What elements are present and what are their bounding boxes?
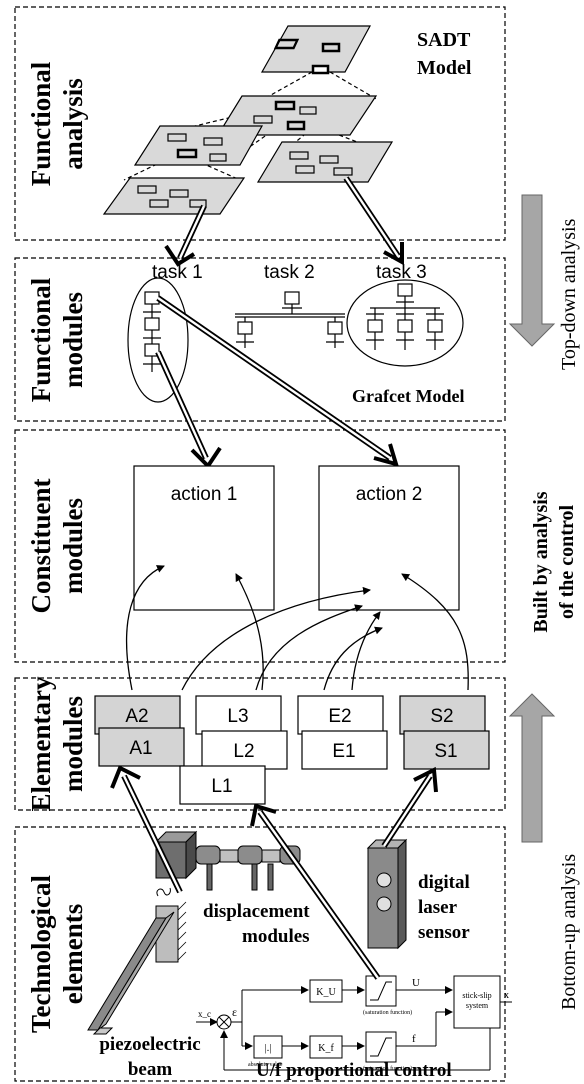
displacement-label-2: modules	[242, 926, 310, 947]
elementary-to-action-arrows	[126, 565, 469, 691]
task-3-grafcet	[346, 279, 464, 367]
grafcet-model-label: Grafcet Model	[352, 386, 464, 406]
section-functional-modules	[14, 257, 506, 422]
bd-u-label: U	[412, 977, 420, 989]
sadt-to-task-arrows	[164, 176, 404, 267]
section-functional-analysis	[14, 6, 506, 241]
module-a1-label: A1	[129, 738, 152, 759]
elementary-modules-label-2: modules	[58, 696, 88, 792]
task-to-action-arrows	[155, 295, 399, 470]
tech-to-elementary-arrows	[110, 765, 438, 980]
bottom-up-label: Bottom-up analysis	[558, 854, 580, 1010]
control-block-diagram	[196, 975, 512, 1071]
module-l3-label: L3	[227, 706, 248, 727]
bd-sat1-label: (saturation function)	[363, 1009, 412, 1016]
module-e2-label: E2	[328, 706, 351, 727]
top-down-arrow	[508, 194, 556, 347]
module-l3	[195, 695, 282, 735]
sensor-label-3: sensor	[418, 922, 470, 943]
section-constituent-modules	[14, 429, 506, 663]
module-s1-label: S1	[434, 741, 457, 762]
module-s2	[399, 695, 486, 735]
bottom-up-arrow	[508, 693, 556, 843]
technological-elements-label-1: Technological	[26, 874, 56, 1033]
bd-ku-label: K_U	[316, 987, 336, 998]
bd-kr-label: K_f	[318, 1043, 334, 1054]
module-s1	[403, 730, 490, 770]
constituent-modules-label-1: Constituent	[26, 478, 56, 613]
elementary-modules-group: A2 A1 L3 L2 L1 E2 E1 S2 S1	[94, 695, 490, 805]
control-label: U/f proportional control	[256, 1060, 452, 1081]
displacement-label-1: displacement	[203, 901, 310, 922]
bd-abs-label: |.|	[265, 1043, 272, 1054]
task-2-grafcet	[235, 291, 345, 348]
control-block-texts: x_c ε K_U U (saturation function) |.| ab…	[198, 977, 509, 1072]
module-a1	[98, 727, 185, 767]
piezo-label-2: beam	[128, 1059, 173, 1080]
bd-system-label-1: stick-slip	[462, 991, 491, 1000]
sadt-model-graphic	[102, 25, 394, 215]
bd-x-label: x	[504, 990, 509, 1001]
built-by-label-2: of the control	[556, 505, 578, 619]
functional-analysis-label-1: Functional	[26, 61, 56, 186]
built-by-label-1: Built by analysis	[530, 491, 552, 632]
piezo-beam-image	[87, 887, 187, 1035]
bd-eps-label: ε	[232, 1005, 237, 1019]
module-l1-label: L1	[211, 776, 232, 797]
task-3-label: task 3	[376, 262, 427, 283]
action-2-label: action 2	[356, 484, 423, 505]
bd-sat2-label: (saturation function)	[363, 1065, 412, 1072]
sensor-label-1: digital	[418, 872, 470, 893]
sadt-label-1: SADT	[417, 29, 471, 51]
module-a2-label: A2	[125, 706, 148, 727]
bd-f-label: f	[412, 1033, 416, 1045]
action-2-box	[318, 465, 460, 611]
top-down-label: Top-down analysis	[558, 218, 580, 370]
action-1-box	[133, 465, 275, 611]
action-1-label: action 1	[171, 484, 238, 505]
module-l2-label: L2	[233, 741, 254, 762]
task-2-label: task 2	[264, 262, 315, 283]
bd-abs-text: absolute value	[248, 1062, 283, 1068]
sadt-label-2: Model	[417, 57, 472, 79]
bd-system-label-2: system	[466, 1001, 489, 1010]
technological-elements-label-2: elements	[58, 904, 88, 1004]
module-l1	[179, 765, 266, 805]
task-1-grafcet	[127, 277, 189, 403]
task-1-label: task 1	[152, 262, 203, 283]
sensor-label-2: laser	[418, 897, 458, 918]
piezo-label-1: piezoelectric	[99, 1034, 200, 1055]
bd-xc-label: x_c	[198, 1009, 211, 1019]
module-e1-label: E1	[332, 741, 355, 762]
functional-analysis-label-2: analysis	[58, 78, 88, 170]
module-s2-label: S2	[430, 706, 453, 727]
elementary-modules-label-1: Elementary	[26, 676, 56, 811]
module-e2	[297, 695, 384, 735]
constituent-modules-label-2: modules	[58, 498, 88, 594]
functional-modules-label-1: Functional	[26, 277, 56, 402]
module-e1	[301, 730, 388, 770]
section-technological-elements	[14, 826, 506, 1082]
functional-modules-label-2: modules	[58, 292, 88, 388]
laser-sensor-image	[366, 838, 408, 950]
